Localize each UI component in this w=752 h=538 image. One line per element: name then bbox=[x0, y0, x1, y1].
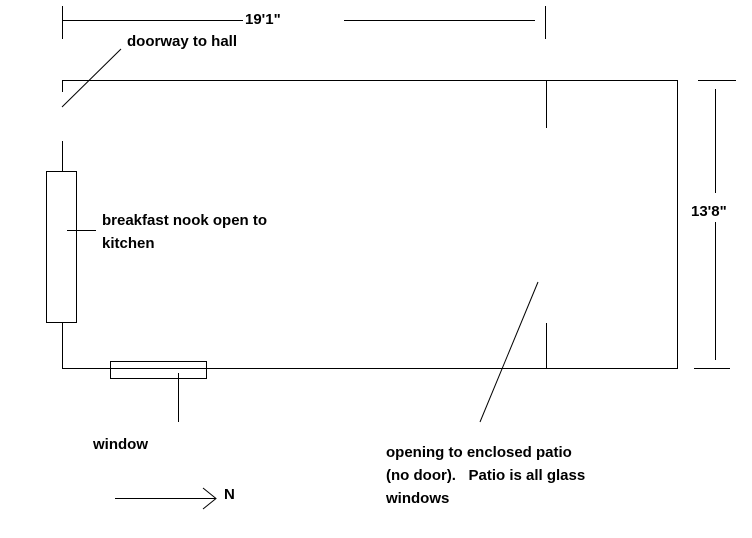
patio-label-line1: opening to enclosed patio bbox=[386, 444, 572, 461]
north-arrow: N bbox=[115, 486, 235, 510]
height-dimension: 13'8" bbox=[691, 80, 736, 369]
patio-label-line2: (no door). Patio is all glass bbox=[386, 467, 585, 484]
room-walls bbox=[62, 80, 678, 369]
breakfast-nook-opening bbox=[46, 171, 77, 323]
height-dimension-label: 13'8" bbox=[691, 203, 727, 220]
window-label: window bbox=[92, 436, 148, 453]
width-dimension: 19'1" bbox=[62, 6, 546, 39]
patio-label-line3: windows bbox=[385, 490, 449, 507]
north-label: N bbox=[224, 486, 235, 503]
window-symbol bbox=[110, 361, 207, 379]
patio-leader-line bbox=[479, 281, 539, 423]
width-dimension-label: 19'1" bbox=[245, 11, 281, 28]
doorway-leader-line bbox=[61, 48, 122, 108]
north-arrowhead-icon bbox=[202, 487, 217, 510]
doorway-label: doorway to hall bbox=[127, 33, 237, 50]
breakfast-nook-label-line1: breakfast nook open to bbox=[102, 212, 267, 229]
breakfast-nook-label-line2: kitchen bbox=[102, 235, 155, 252]
